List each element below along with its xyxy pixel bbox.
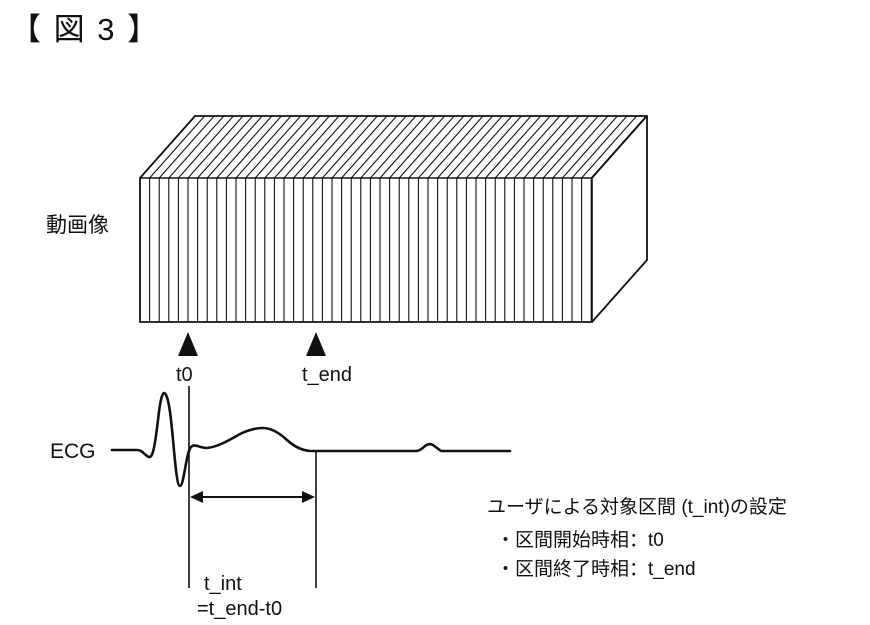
t-int-formula: =t_end-t0 — [197, 598, 282, 620]
frame-top-edge — [398, 115, 455, 179]
frame-top-edge — [417, 115, 474, 179]
frame-top-edge — [513, 115, 570, 179]
frame-top-edge — [168, 115, 225, 179]
video-frame-stack — [139, 115, 648, 323]
frame-top-edge — [245, 115, 302, 179]
video-label: 動画像 — [46, 214, 109, 237]
frame-top-edge — [475, 115, 532, 179]
frame-top-edge — [321, 115, 378, 179]
frame-top-edge — [408, 115, 465, 179]
stack-front-edges — [140, 115, 648, 322]
frame-top-edge — [465, 115, 522, 179]
frame-top-edge — [225, 115, 282, 179]
frame-top-edge — [561, 115, 618, 179]
frame-top-edge — [187, 115, 244, 179]
note-line-1: ユーザによる対象区間 (t_int)の設定 — [487, 496, 787, 518]
frame-top-edge — [389, 115, 446, 179]
note-line-2: ・区間開始時相：t0 — [496, 529, 664, 551]
frame-top-edge — [197, 115, 254, 179]
frame-top-edge — [379, 115, 436, 179]
frame-top-edge — [312, 115, 369, 179]
frame-top-edge — [254, 115, 311, 179]
frame-top-edge — [485, 115, 542, 179]
frame-top-edge — [523, 115, 580, 179]
frame-top-edge — [206, 115, 263, 179]
t-end-label: t_end — [302, 364, 352, 386]
frame-top-edge — [437, 115, 494, 179]
frame-top-edge — [216, 115, 273, 179]
frame-top-edge — [283, 115, 340, 179]
frame-top-edge — [581, 115, 638, 179]
frame-top-edge — [341, 115, 398, 179]
figure-title: 【 図 3 】 — [10, 12, 160, 47]
frame-top-edge — [302, 115, 359, 179]
arrowhead-left-icon — [190, 491, 203, 503]
frame-top-edge — [264, 115, 321, 179]
frame-top-edge — [552, 115, 609, 179]
frame-top-edge — [235, 115, 292, 179]
frame-top-edge — [494, 115, 551, 179]
frame-top-edge — [542, 115, 599, 179]
frame-top-edge — [331, 115, 388, 179]
frame-top-edge — [504, 115, 561, 179]
frame-top-edge — [360, 115, 417, 179]
t-end-marker-icon — [306, 332, 326, 356]
t0-label: t0 — [176, 364, 193, 386]
interval-arrow — [190, 491, 315, 503]
frame-top-edge — [158, 115, 215, 179]
frame-top-edge — [273, 115, 330, 179]
frame-top-edge — [369, 115, 426, 179]
ecg-label: ECG — [50, 440, 96, 463]
frame-top-edge — [177, 115, 234, 179]
frame-top-edge — [293, 115, 350, 179]
frame-top-edge — [446, 115, 503, 179]
frame-top-edge — [149, 115, 206, 179]
t0-marker-icon — [178, 332, 198, 356]
frame-stack-lines — [139, 115, 647, 322]
t-int-label: t_int — [204, 573, 242, 595]
frame-top-edge — [427, 115, 484, 179]
frame-top-edge — [571, 115, 628, 179]
frame-top-edge — [350, 115, 407, 179]
frame-top-edge — [456, 115, 513, 179]
settings-note: ユーザによる対象区間 (t_int)の設定 ・区間開始時相：t0 ・区間終了時相… — [487, 496, 787, 580]
frame-top-edge — [533, 115, 590, 179]
note-line-3: ・区間終了時相：t_end — [496, 558, 696, 580]
arrowhead-right-icon — [302, 491, 315, 503]
ecg-waveform — [110, 391, 512, 488]
